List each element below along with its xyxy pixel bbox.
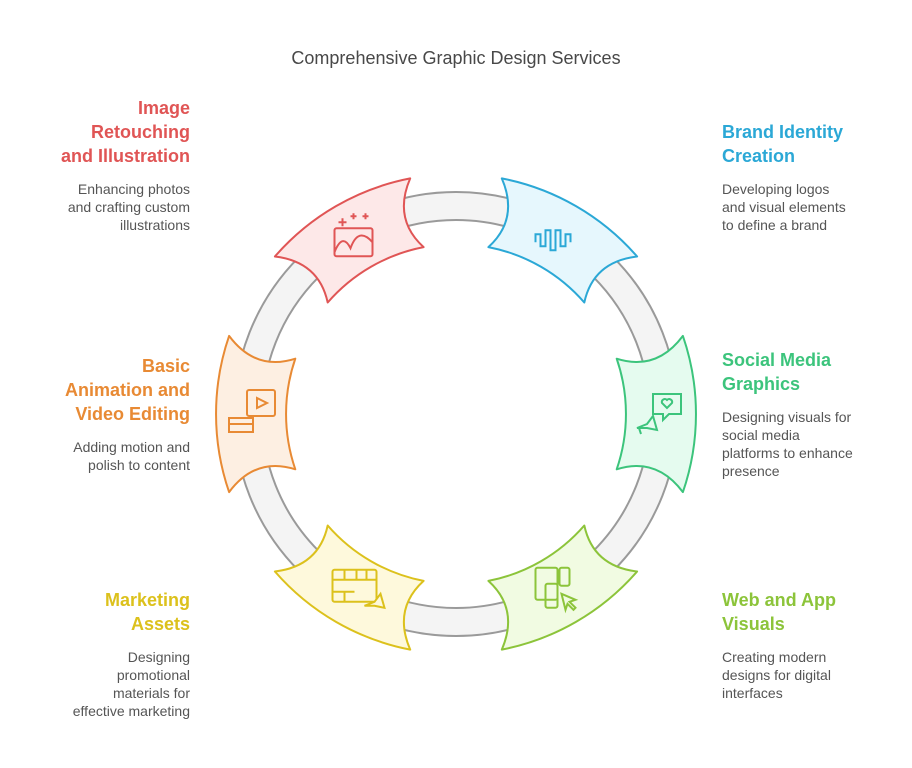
label-heading: Web and App Visuals bbox=[722, 590, 836, 634]
label-description: Designing visuals for social media platf… bbox=[722, 409, 853, 479]
segment-body bbox=[487, 177, 639, 304]
label-image-retouching: Image Retouching and Illustration Enhanc… bbox=[10, 96, 190, 234]
label-heading: Image Retouching and Illustration bbox=[60, 98, 190, 166]
segment-image-retouching bbox=[273, 177, 425, 304]
label-animation: Basic Animation and Video Editing Adding… bbox=[10, 354, 190, 474]
image-sparkle-icon bbox=[333, 213, 374, 258]
video-play-icon bbox=[228, 389, 276, 433]
label-heading: Social Media Graphics bbox=[722, 350, 832, 394]
label-heading: Marketing Assets bbox=[104, 590, 190, 634]
label-heading: Brand Identity Creation bbox=[722, 122, 844, 166]
label-brand-identity: Brand Identity Creation Developing logos… bbox=[722, 120, 902, 234]
segment-animation bbox=[215, 334, 297, 494]
label-social-media: Social Media Graphics Designing visuals … bbox=[722, 348, 902, 480]
segment-marketing bbox=[273, 524, 425, 651]
label-description: Designing promotional materials for effe… bbox=[72, 649, 190, 719]
segment-body bbox=[487, 524, 639, 651]
label-heading: Basic Animation and Video Editing bbox=[65, 356, 190, 424]
segment-brand-identity bbox=[487, 177, 639, 304]
segment-web-app bbox=[487, 524, 639, 651]
devices-cursor-icon bbox=[534, 566, 579, 614]
diagram-title: Comprehensive Graphic Design Services bbox=[291, 48, 621, 68]
label-web-app: Web and App Visuals Creating modern desi… bbox=[722, 588, 902, 702]
label-description: Creating modern designs for digital inte… bbox=[722, 649, 831, 701]
label-description: Adding motion and polish to content bbox=[73, 439, 190, 473]
segment-body bbox=[215, 334, 297, 494]
label-description: Developing logos and visual elements to … bbox=[722, 181, 846, 233]
label-description: Enhancing photos and crafting custom ill… bbox=[67, 181, 190, 233]
label-marketing: Marketing Assets Designing promotional m… bbox=[10, 588, 190, 720]
film-megaphone-icon bbox=[331, 568, 386, 610]
segment-body bbox=[273, 177, 425, 304]
segment-body bbox=[273, 524, 425, 651]
waveform-icon bbox=[534, 229, 572, 252]
megaphone-heart-icon bbox=[636, 393, 682, 435]
segment-social-media bbox=[615, 334, 697, 494]
